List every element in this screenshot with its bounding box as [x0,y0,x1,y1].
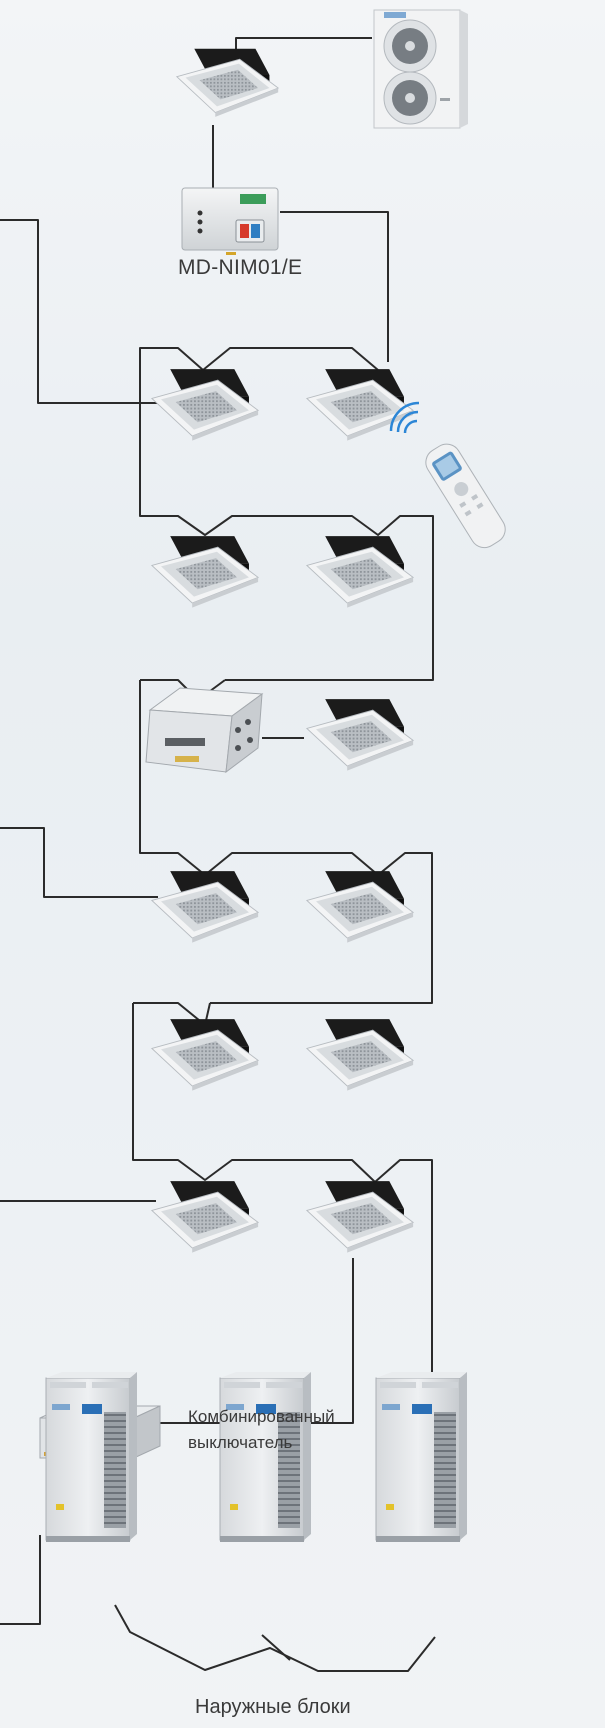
wireless-remote-control [391,403,510,553]
combined-switch-label-line1: Комбинированный [188,1404,335,1430]
cassette-indoor-unit [152,871,258,942]
outdoor-unit [376,1372,467,1542]
cassette-indoor-unit [177,49,278,117]
cassette-indoor-unit [307,1181,413,1252]
cassette-indoor-unit [152,369,258,440]
single-outdoor-unit [374,10,468,128]
cassette-indoor-unit [307,871,413,942]
cassette-indoor-unit [307,1019,413,1090]
network-interface-module [182,188,278,255]
cassette-indoor-unit [307,536,413,607]
cassette-indoor-unit [307,699,413,770]
cassette-indoor-unit [152,1181,258,1252]
central-control-box [0,688,262,772]
combined-switch-label: Комбинированный выключатель [188,1404,335,1456]
cassette-indoor-unit [152,536,258,607]
outdoor-units-label: Наружные блоки [195,1696,351,1719]
outdoor-unit [46,1372,137,1542]
combined-switch-label-line2: выключатель [188,1430,335,1456]
cassette-indoor-unit [152,1019,258,1090]
outdoor-unit [220,1372,311,1542]
nim-module-label: MD-NIM01/E [178,256,302,280]
